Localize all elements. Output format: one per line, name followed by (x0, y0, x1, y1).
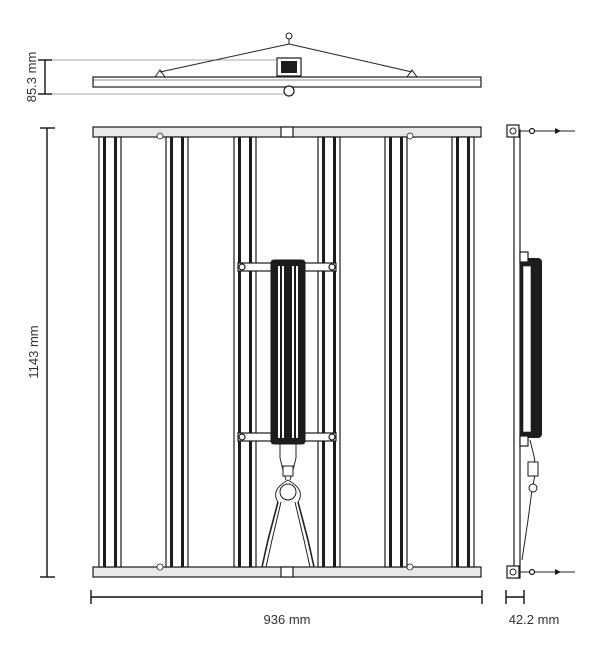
side-bar (513, 129, 521, 579)
side-depth-label: 42.2 mm (509, 612, 560, 627)
front-width-label: 936 mm (264, 612, 311, 627)
led-bar-1 (98, 136, 122, 568)
side-cable (521, 439, 539, 561)
led-bars (98, 136, 475, 568)
top-height-label: 85.3 mm (24, 52, 39, 103)
power-driver (270, 259, 306, 445)
hanging-wire-right (288, 43, 413, 73)
hanger-hook (285, 32, 293, 40)
led-bar-2 (165, 136, 189, 568)
side-view: 42.2 mm (505, 124, 575, 627)
led-bar-5 (384, 136, 408, 568)
led-bar-3 (233, 136, 257, 568)
front-height-label: 1143 mm (26, 325, 41, 378)
top-view-frame-bar (92, 76, 482, 88)
led-bar-6 (451, 136, 475, 568)
front-view: 1143 mm 936 mm (26, 126, 483, 627)
top-view: 85.3 mm (24, 32, 482, 103)
power-cable (261, 444, 315, 568)
top-view-connector (283, 85, 295, 97)
hanging-wire-left (159, 43, 290, 73)
led-bar-4 (317, 136, 341, 568)
side-driver (519, 251, 542, 447)
